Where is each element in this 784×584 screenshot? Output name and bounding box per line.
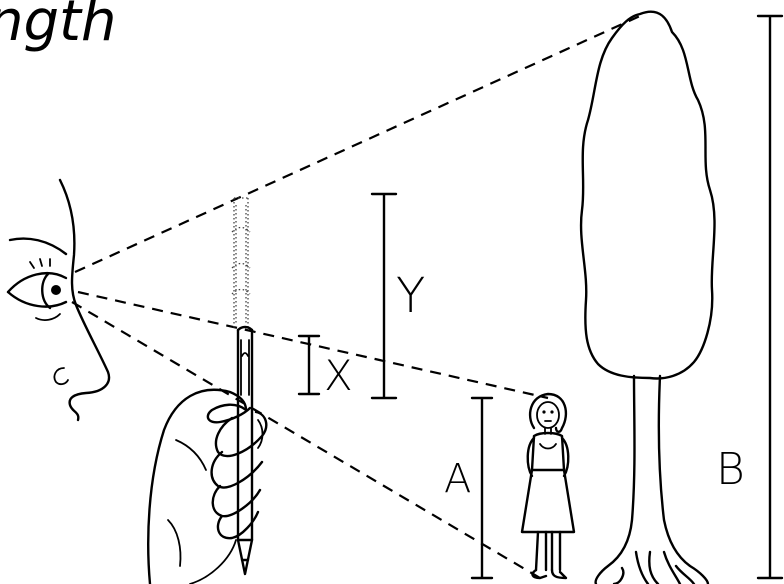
label-x: X [324,351,353,400]
eyebrow [10,239,66,254]
eye-icon [8,259,66,320]
measure-b [758,16,782,578]
nostril [54,368,68,384]
pencil-tip [238,540,252,574]
tree-trunk [596,376,635,584]
label-b: B [716,444,745,495]
face-profile [8,180,109,420]
pencil [232,198,252,574]
title-fragment: length [0,0,117,54]
tree-crown [581,12,714,379]
woman-figure-icon [522,394,574,578]
label-a: A [444,456,471,502]
measure-a [472,398,492,578]
measure-x [299,336,319,394]
pencil-imagined-extension [232,198,250,330]
sight-line-person-top [78,292,548,398]
sight-line-tree-top [75,16,640,272]
sight-lines [72,16,640,578]
face-outline [60,180,109,420]
label-y: Y [396,268,425,324]
measure-y [372,194,396,398]
tree-icon [581,12,714,584]
